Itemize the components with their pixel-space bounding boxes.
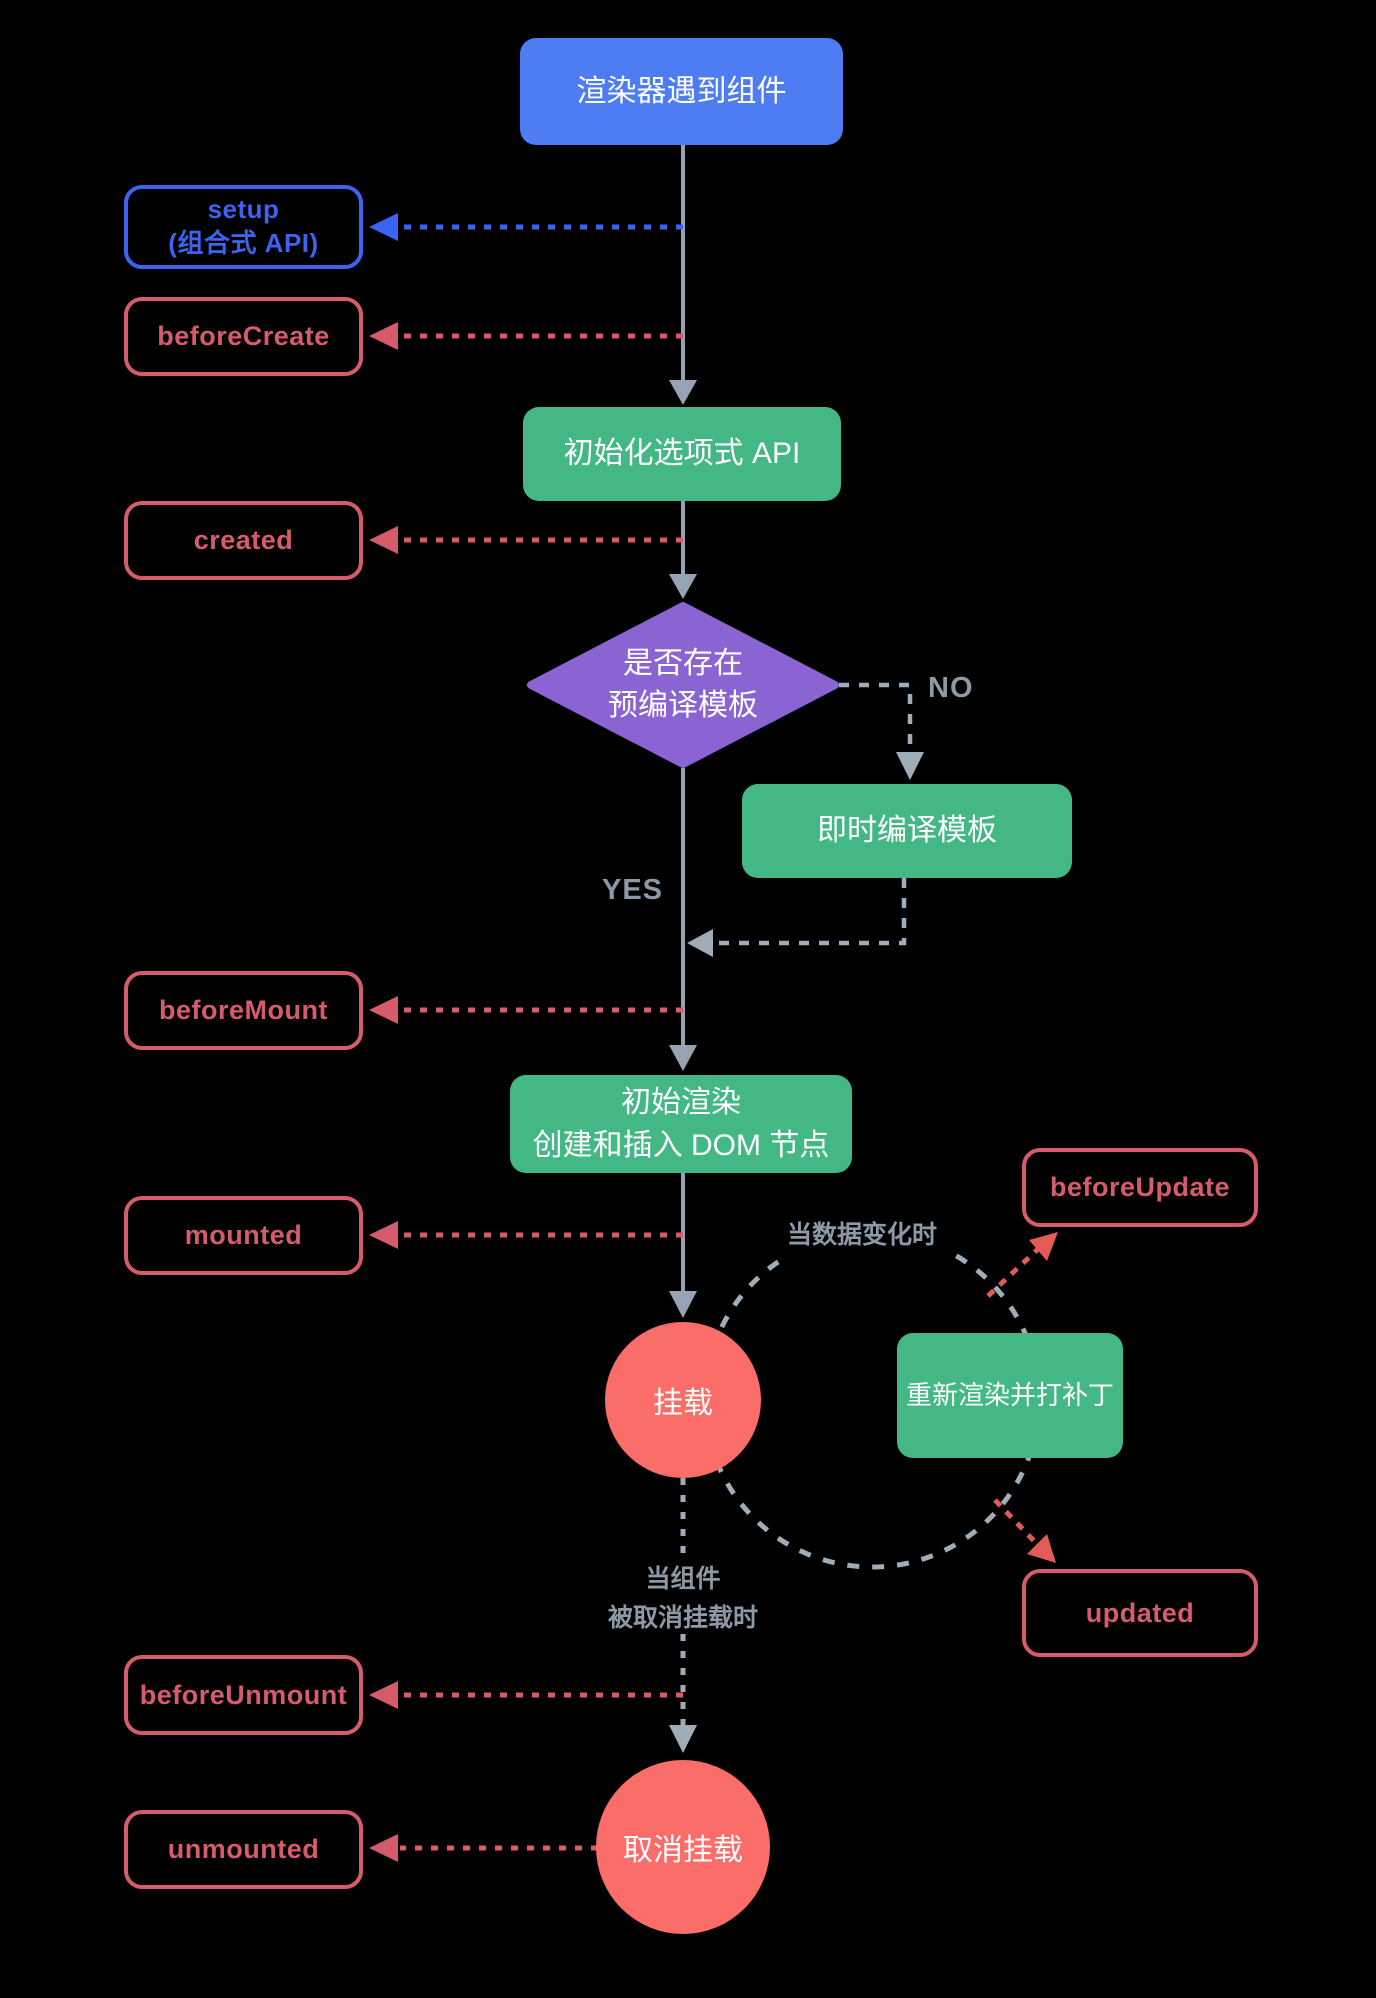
node-before-mount-hook: beforeMount — [124, 971, 363, 1050]
arrowhead-into-before-update — [1029, 1232, 1058, 1261]
mounted-label: mounted — [184, 1220, 303, 1250]
yes-text: YES — [602, 874, 664, 906]
node-unmount-state: 取消挂载 — [596, 1760, 770, 1934]
loop-branch-to-before-update — [986, 1247, 1040, 1298]
node-setup-hook: setup (组合式 API) — [124, 185, 363, 269]
node-created-hook: created — [124, 501, 363, 580]
rerender-patch-label: 重新渲染并打补丁 — [905, 1379, 1114, 1410]
annotation-when-data-changes: 当数据变化时 — [777, 1214, 948, 1257]
updated-label: updated — [1085, 1597, 1195, 1628]
node-renderer-label: 渲染器遇到组件 — [576, 74, 787, 108]
when-unmounted-text-line2: 被取消挂载时 — [607, 1603, 758, 1632]
node-rerender-patch: 重新渲染并打补丁 — [897, 1333, 1123, 1458]
node-before-unmount-hook: beforeUnmount — [124, 1655, 363, 1735]
decision-diamond-label: 是否存在 预编译模板 — [553, 643, 813, 727]
node-updated-hook: updated — [1022, 1569, 1258, 1657]
arrowhead-into-updated — [1027, 1534, 1056, 1563]
branch-label-no: NO — [928, 672, 974, 705]
initial-render-label-line2: 创建和插入 DOM 节点 — [532, 1129, 830, 1162]
when-unmounted-text-line1: 当组件 — [645, 1565, 721, 1593]
unmount-state-label: 取消挂载 — [623, 1834, 743, 1867]
node-renderer: 渲染器遇到组件 — [520, 38, 843, 145]
arrowhead-before-create — [369, 322, 398, 350]
before-create-label: beforeCreate — [157, 321, 330, 351]
node-init-options: 初始化选项式 API — [523, 407, 841, 501]
compile-template-label: 即时编译模板 — [817, 814, 997, 848]
arrowhead-mounted — [369, 1221, 398, 1249]
init-options-label: 初始化选项式 API — [563, 437, 801, 471]
arrowhead-created — [369, 526, 398, 554]
arrowhead-setup — [369, 213, 398, 241]
decision-diamond-shape — [527, 602, 839, 768]
unmounted-label: unmounted — [167, 1834, 320, 1864]
decision-label-line2: 预编译模板 — [608, 689, 758, 722]
initial-render-label-line1: 初始渲染 — [621, 1085, 741, 1119]
arrowhead-into-unmount-circle — [669, 1725, 697, 1753]
branch-label-yes: YES — [602, 874, 663, 907]
arrowhead-before-mount — [369, 996, 398, 1024]
node-initial-render: 初始渲染 创建和插入 DOM 节点 — [510, 1075, 852, 1173]
arrowhead-unmounted — [369, 1834, 398, 1862]
created-label: created — [193, 525, 294, 555]
arrowhead-before-unmount — [369, 1681, 398, 1709]
before-update-label: beforeUpdate — [1049, 1172, 1231, 1202]
arrowhead-return-to-flow — [687, 929, 713, 957]
mounted-state-label: 挂载 — [653, 1387, 713, 1420]
node-mounted-hook: mounted — [124, 1196, 363, 1275]
arrowhead-into-initial-render — [669, 1045, 697, 1071]
node-before-create-hook: beforeCreate — [124, 297, 363, 376]
decision-label-line1: 是否存在 — [623, 647, 743, 680]
annotation-when-unmounted: 当组件 被取消挂载时 — [583, 1560, 783, 1638]
loop-branch-to-updated — [993, 1498, 1038, 1545]
arrowhead-into-compile — [896, 752, 924, 780]
node-before-update-hook: beforeUpdate — [1022, 1148, 1258, 1227]
no-text: NO — [928, 672, 974, 704]
before-unmount-label: beforeUnmount — [139, 1679, 348, 1710]
arrowhead-into-init-options — [669, 380, 697, 405]
node-unmounted-hook: unmounted — [124, 1810, 363, 1889]
when-data-changes-text: 当数据变化时 — [787, 1221, 938, 1249]
node-mounted-state: 挂载 — [605, 1322, 761, 1478]
node-compile-template: 即时编译模板 — [742, 784, 1072, 878]
no-branch-line — [839, 682, 913, 752]
compile-return-line — [714, 878, 907, 946]
arrowhead-into-mounted-circle — [669, 1291, 697, 1318]
setup-hook-label-line1: setup — [207, 194, 280, 225]
setup-hook-label-line2: (组合式 API) — [168, 228, 319, 258]
before-mount-label: beforeMount — [159, 995, 328, 1025]
arrowhead-into-diamond — [669, 574, 697, 599]
